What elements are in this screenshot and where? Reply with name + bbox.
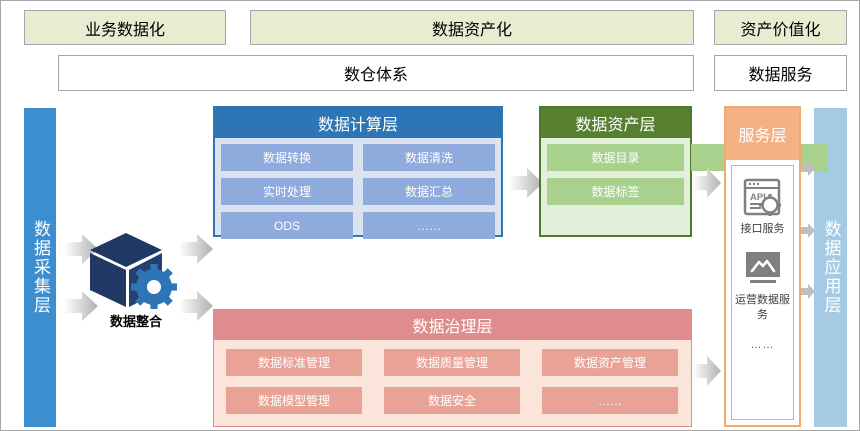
panel-title: 数据计算层 bbox=[215, 108, 501, 138]
system-label: 数据服务 bbox=[748, 67, 813, 84]
panel-service-layer: 服务层 API bbox=[724, 106, 801, 427]
cell-governance[interactable]: 数据资产管理 bbox=[541, 349, 678, 376]
panel-compute-layer: 数据计算层 数据转换 数据清洗 实时处理 数据汇总 ODS …… bbox=[213, 106, 503, 239]
cell-governance[interactable]: …… bbox=[541, 387, 678, 414]
integration-icon-wrap: 数据整合 bbox=[86, 229, 186, 329]
stage-label: 业务数据化 bbox=[84, 21, 165, 39]
panel-title: 数据资产层 bbox=[541, 108, 690, 138]
arrow-service-to-application-3 bbox=[801, 284, 815, 299]
panel-body: 数据目录 数据标签 …… bbox=[541, 138, 828, 235]
panel-body: 数据转换 数据清洗 实时处理 数据汇总 ODS …… bbox=[215, 138, 501, 239]
system-data-service: 数据服务 bbox=[714, 55, 847, 91]
arrow-service-to-application-2 bbox=[801, 223, 815, 238]
cell-compute[interactable]: …… bbox=[363, 212, 495, 239]
cube-gear-icon bbox=[90, 233, 177, 310]
panel-title: 数据治理层 bbox=[214, 310, 691, 340]
service-items: API 接口服务 运营数据服务 bbox=[731, 165, 794, 420]
panel-governance-layer: 数据治理层 数据标准管理 数据质量管理 数据资产管理 数据模型管理 数据安全 …… bbox=[213, 309, 692, 427]
service-item-label: 接口服务 bbox=[740, 223, 785, 235]
cell-compute[interactable]: 数据转换 bbox=[221, 144, 353, 171]
service-item-label: 运营数据服务 bbox=[735, 293, 790, 321]
stage-asset-valorization: 资产价值化 bbox=[714, 10, 847, 45]
sidebar-label: 数据应用层 bbox=[821, 220, 841, 315]
panel-title: 服务层 bbox=[726, 108, 799, 160]
arrow-integration-to-governance bbox=[179, 291, 213, 321]
stage-label: 资产价值化 bbox=[740, 21, 821, 39]
integration-label: 数据整合 bbox=[109, 314, 162, 329]
system-label: 数仓体系 bbox=[343, 67, 408, 84]
svg-text:API: API bbox=[750, 192, 766, 203]
cell-compute[interactable]: 数据清洗 bbox=[363, 144, 495, 171]
cell-governance[interactable]: 数据模型管理 bbox=[226, 387, 362, 414]
sidebar-data-collection-layer: 数据采集层 bbox=[24, 108, 56, 427]
cell-governance[interactable]: 数据质量管理 bbox=[383, 349, 520, 376]
arrow-integration-to-compute bbox=[179, 234, 213, 264]
cell-governance[interactable]: 数据安全 bbox=[383, 387, 520, 414]
arrow-compute-to-asset bbox=[509, 168, 543, 198]
arrow-governance-to-service bbox=[693, 356, 721, 386]
api-window-gear-icon: API bbox=[743, 178, 781, 216]
sidebar-label: 数据采集层 bbox=[31, 220, 51, 315]
service-more-label: …… bbox=[750, 338, 775, 351]
stage-business-datafication: 业务数据化 bbox=[24, 10, 226, 45]
arrow-asset-to-service bbox=[693, 168, 721, 198]
cell-compute[interactable]: ODS bbox=[221, 212, 353, 239]
system-data-warehouse: 数仓体系 bbox=[58, 55, 694, 91]
monitor-chart-icon bbox=[745, 251, 780, 283]
cell-compute[interactable]: 实时处理 bbox=[221, 178, 353, 205]
panel-body: 数据标准管理 数据质量管理 数据资产管理 数据模型管理 数据安全 …… bbox=[214, 340, 691, 426]
arrow-collect-to-integration-top bbox=[64, 234, 98, 264]
cell-compute[interactable]: 数据汇总 bbox=[363, 178, 495, 205]
panel-asset-layer: 数据资产层 数据目录 数据标签 …… bbox=[539, 106, 828, 237]
arrow-collect-to-integration-bottom bbox=[64, 291, 98, 321]
cell-asset[interactable]: 数据目录 bbox=[547, 144, 684, 171]
arrow-service-to-application-1 bbox=[801, 161, 815, 176]
cell-asset[interactable]: 数据标签 bbox=[547, 178, 684, 205]
stage-data-assetization: 数据资产化 bbox=[250, 10, 694, 45]
cell-governance[interactable]: 数据标准管理 bbox=[226, 349, 362, 376]
stage-label: 数据资产化 bbox=[431, 21, 512, 39]
